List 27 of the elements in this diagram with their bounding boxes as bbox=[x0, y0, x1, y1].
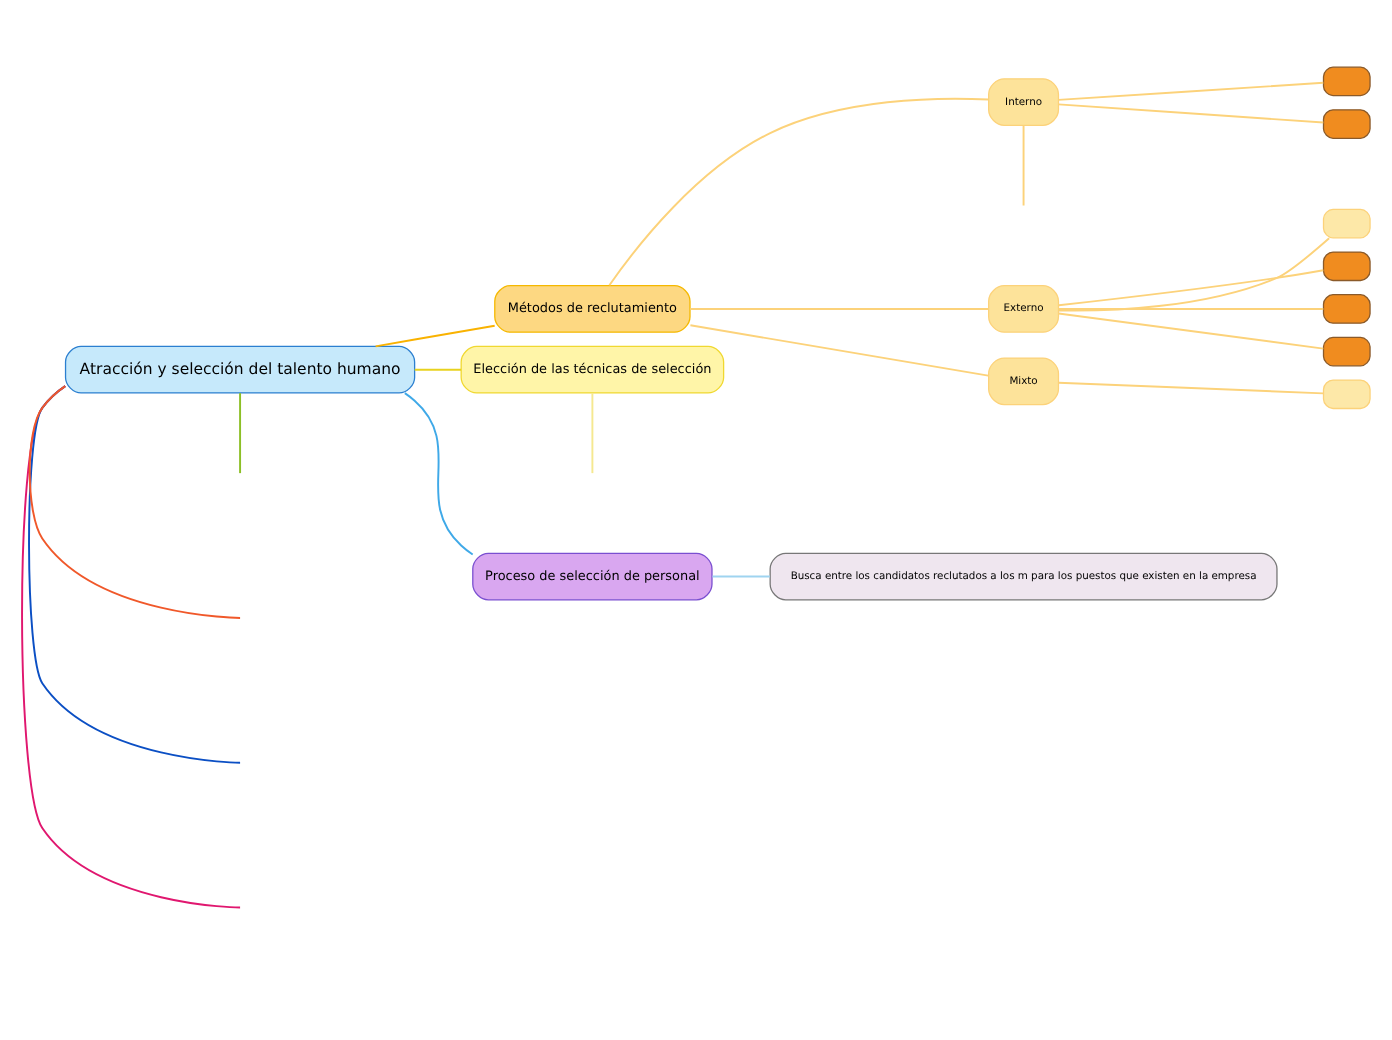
connector bbox=[1057, 237, 1331, 312]
connector bbox=[413, 368, 463, 371]
connector bbox=[689, 307, 990, 310]
connector bbox=[1057, 269, 1325, 307]
node-box bbox=[1322, 109, 1371, 139]
node-box bbox=[1322, 251, 1371, 282]
connector bbox=[711, 575, 771, 578]
connector bbox=[1022, 124, 1025, 207]
connector bbox=[1057, 81, 1325, 101]
node-box bbox=[1322, 66, 1371, 97]
connector bbox=[239, 392, 242, 475]
connector bbox=[21, 385, 242, 909]
node-box bbox=[1322, 379, 1371, 410]
node-box bbox=[1322, 294, 1371, 324]
connector bbox=[608, 97, 990, 287]
connector bbox=[28, 385, 242, 764]
connector bbox=[28, 385, 242, 619]
connector bbox=[689, 324, 990, 377]
connector bbox=[1057, 103, 1325, 124]
connector bbox=[374, 324, 496, 348]
node-box bbox=[1322, 208, 1371, 239]
connector bbox=[591, 392, 594, 475]
connector bbox=[1057, 312, 1325, 350]
connector bbox=[1057, 381, 1325, 395]
node-box bbox=[1322, 336, 1371, 367]
connector bbox=[403, 392, 474, 556]
connector bbox=[1057, 307, 1325, 310]
